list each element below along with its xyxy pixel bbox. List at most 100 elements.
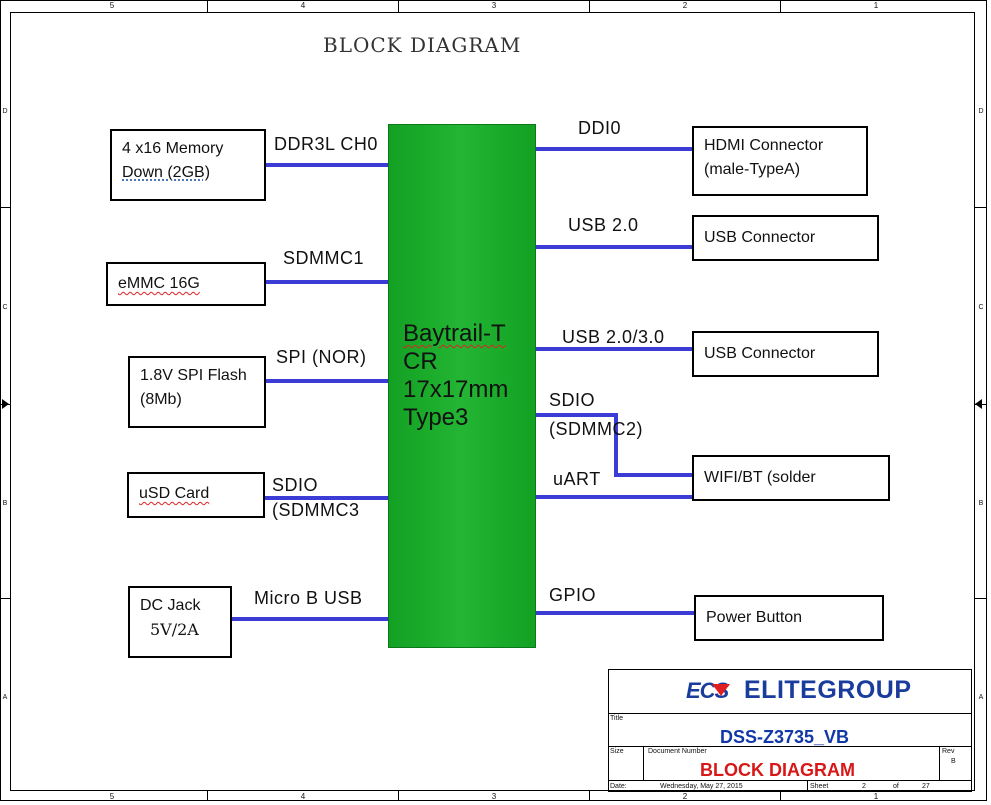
zone-tick: [207, 0, 208, 12]
sdmmc2-bus-label: (SDMMC2): [549, 419, 643, 439]
zone-number: 5: [109, 1, 115, 10]
title-block-divider: [608, 746, 972, 747]
doc-number-value: BLOCK DIAGRAM: [700, 760, 855, 780]
usb2-connector-label: USB Connector: [704, 229, 816, 246]
soc-name: Baytrail-T: [403, 320, 506, 347]
usb3-connector-block: USB Connector: [692, 331, 879, 377]
zone-number: 2: [682, 1, 688, 10]
ddr-bus-label: DDR3L CH0: [274, 134, 378, 154]
uart-bus-line: [536, 495, 692, 499]
spi-bus-line: [266, 379, 388, 383]
memory-block: 4 x16 Memory Down (2GB): [110, 129, 266, 201]
zone-number: 3: [491, 1, 497, 10]
size-label: Size: [610, 748, 624, 755]
usb3-bus-label: USB 2.0/3.0: [562, 327, 665, 347]
usb3-connector-label: USB Connector: [704, 345, 816, 362]
rev-label: Rev: [942, 748, 955, 755]
zone-tick: [780, 791, 781, 801]
zone-letter: A: [2, 694, 8, 701]
usb2-bus-line: [536, 245, 692, 249]
zone-number: 3: [491, 792, 497, 801]
diagram-title: BLOCK DIAGRAM: [323, 33, 522, 57]
sheet-label: Sheet: [810, 783, 829, 790]
zone-tick: [589, 0, 590, 12]
zone-letter: C: [978, 304, 984, 311]
dc-jack-label: DC Jack: [140, 597, 201, 614]
title-block-divider: [807, 780, 808, 792]
hdmi-type: (male-TypeA): [704, 161, 801, 178]
zone-number: 4: [300, 792, 306, 801]
ddi0-bus-label: DDI0: [578, 118, 622, 138]
zone-letter: C: [2, 304, 8, 311]
zone-number: 2: [682, 792, 688, 801]
title-block-divider: [643, 746, 644, 780]
uart-bus-label: uART: [553, 469, 601, 489]
document-title: DSS-Z3735_VB: [720, 727, 850, 747]
gpio-bus-line: [536, 611, 694, 615]
title-label: Title: [610, 715, 623, 722]
hdmi-label: HDMI Connector: [704, 137, 824, 154]
sheet-inner-border: [10, 12, 975, 791]
zone-letter: A: [978, 694, 984, 701]
zone-tick: [975, 598, 987, 599]
zone-tick: [0, 207, 10, 208]
wifi-bt-block: WIFI/BT (solder: [692, 455, 890, 501]
dc-jack-rating: 5V/2A: [150, 620, 199, 639]
usd-card-block: uSD Card: [127, 472, 265, 518]
zone-tick: [589, 791, 590, 801]
usd-card-label: uSD Card: [139, 485, 210, 502]
zone-tick: [398, 0, 399, 12]
hdmi-connector-block: HDMI Connector (male-TypeA): [692, 126, 868, 196]
soc-line: 17x17mm: [403, 376, 509, 403]
sdmmc3-bus-label: (SDMMC3: [272, 500, 360, 520]
zone-letter: D: [2, 108, 8, 115]
title-block: [608, 669, 972, 792]
zone-letter: B: [978, 500, 984, 507]
ddr-bus-line: [266, 163, 388, 167]
sdio-right-bus-line: [536, 413, 618, 417]
sdio-left-bus-label: SDIO: [272, 475, 319, 495]
soc-line: Type3: [403, 404, 469, 431]
zone-number: 1: [873, 792, 879, 801]
usb2-connector-block: USB Connector: [692, 215, 879, 261]
usb-power-bus-label: Micro B USB: [254, 588, 363, 608]
zone-number: 4: [300, 1, 306, 10]
date-label: Date:: [610, 783, 627, 790]
usb2-bus-label: USB 2.0: [568, 215, 639, 235]
memory-size: Down (2GB): [122, 164, 211, 181]
sheet-number: 2: [862, 783, 866, 790]
zone-tick: [780, 0, 781, 12]
doc-number-label: Document Number: [648, 748, 707, 755]
zone-tick: [398, 791, 399, 801]
zone-letter: D: [978, 108, 984, 115]
usb-power-bus-line: [232, 617, 388, 621]
arrow-right-icon: [2, 399, 9, 409]
power-button-block: Power Button: [694, 595, 884, 641]
soc-block: [388, 124, 536, 648]
of-label: of: [893, 783, 899, 790]
power-button-label: Power Button: [706, 609, 803, 626]
zone-tick: [975, 207, 987, 208]
spi-flash-size: (8Mb): [140, 391, 182, 408]
arrow-left-icon: [975, 399, 982, 409]
rev-value: B: [951, 758, 956, 765]
usb3-bus-line: [536, 347, 692, 351]
ddi0-bus-line: [536, 147, 692, 151]
gpio-bus-label: GPIO: [549, 585, 597, 605]
title-block-divider: [939, 746, 940, 780]
zone-number: 5: [109, 792, 115, 801]
spi-bus-label: SPI (NOR): [276, 347, 367, 367]
zone-number: 1: [873, 1, 879, 10]
zone-tick: [0, 598, 10, 599]
soc-line: CR: [403, 348, 438, 375]
sdmmc1-bus-label: SDMMC1: [283, 248, 365, 268]
title-block-divider: [608, 713, 972, 714]
spi-flash-label: 1.8V SPI Flash: [140, 367, 247, 384]
wifi-bt-label: WIFI/BT (solder: [704, 469, 816, 486]
memory-label: 4 x16 Memory: [122, 140, 224, 157]
spi-flash-block: 1.8V SPI Flash (8Mb): [128, 356, 266, 428]
sdio-left-bus-line: [265, 496, 388, 500]
zone-letter: B: [2, 500, 8, 507]
